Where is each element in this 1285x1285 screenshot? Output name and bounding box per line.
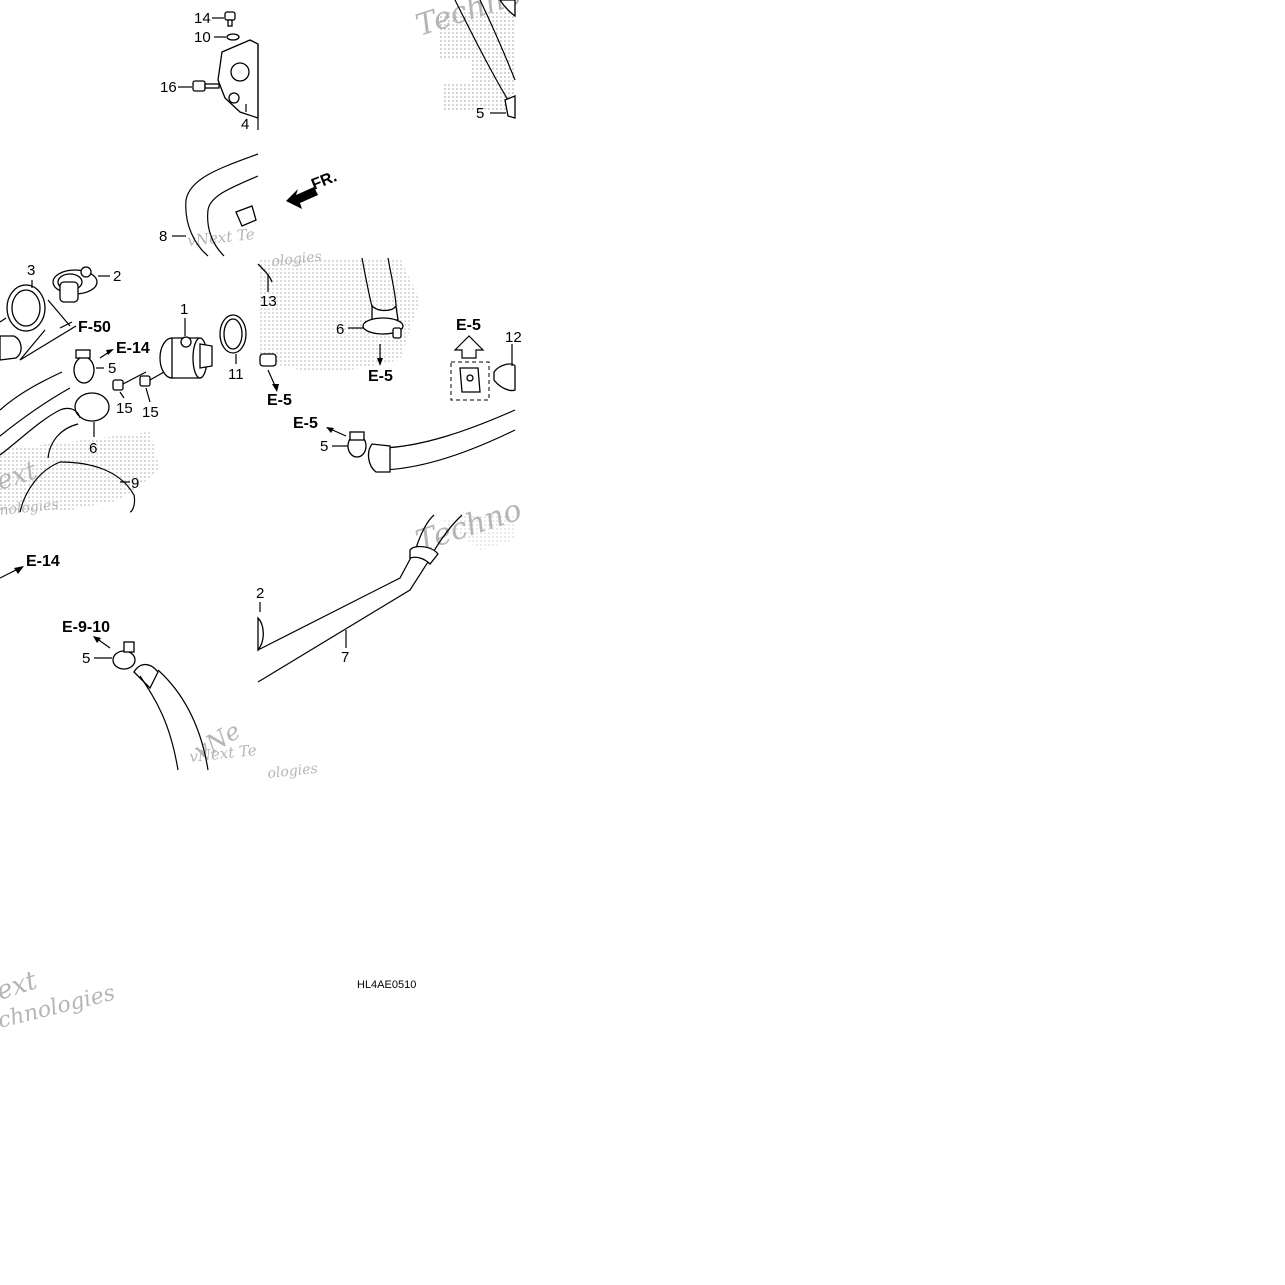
ref-e-5: E-5 bbox=[368, 368, 393, 385]
callout-12: 12 bbox=[505, 329, 522, 346]
front-direction-label: FR. bbox=[309, 168, 339, 193]
part-12 bbox=[493, 363, 516, 392]
hose-7 bbox=[257, 514, 463, 683]
ref-e-5: E-5 bbox=[293, 415, 318, 432]
callout-14: 14 bbox=[194, 10, 211, 27]
hose-8 bbox=[185, 153, 259, 257]
callout-10: 10 bbox=[194, 29, 211, 46]
callout-5: 5 bbox=[476, 105, 484, 122]
reference-labels: F-50 E-14 E-14 E-5 E-5 E-5 E-5 E-9-10 bbox=[26, 317, 481, 636]
watermark-text: nologies bbox=[0, 497, 59, 519]
ref-e-14: E-14 bbox=[116, 340, 150, 357]
bolt-15 bbox=[139, 371, 165, 387]
callout-2: 2 bbox=[113, 268, 121, 285]
callout-9: 9 bbox=[131, 475, 139, 492]
callout-15: 15 bbox=[116, 400, 133, 417]
front-direction-indicator: FR. bbox=[286, 168, 339, 209]
callout-6: 6 bbox=[89, 440, 97, 457]
watermark: Techno vNext Te ologies ext nologies Tec… bbox=[0, 0, 526, 1034]
thermostat-housing-group bbox=[192, 11, 259, 130]
water-outlet-1 bbox=[159, 336, 213, 379]
diagram-code: HL4AE0510 bbox=[357, 979, 416, 991]
reference-arrow bbox=[453, 335, 485, 359]
hose-9 bbox=[0, 371, 136, 513]
leader-lines bbox=[31, 17, 513, 659]
callout-5: 5 bbox=[108, 360, 116, 377]
callout-16: 16 bbox=[160, 79, 177, 96]
ref-e-9-10: E-9-10 bbox=[62, 619, 110, 636]
dotted-logo-background bbox=[0, 10, 515, 550]
bolt-14 bbox=[224, 11, 236, 27]
ref-f-50: F-50 bbox=[78, 319, 111, 336]
callout-2: 2 bbox=[256, 585, 264, 602]
hose-lower-left bbox=[133, 663, 209, 771]
hose-clamp-5 bbox=[73, 349, 95, 384]
watermark-text: ologies bbox=[267, 761, 319, 782]
callout-7: 7 bbox=[341, 649, 349, 666]
hose-clamp-5 bbox=[347, 431, 367, 458]
thermostat-2 bbox=[52, 266, 98, 303]
bolt-15 bbox=[112, 371, 147, 391]
hose-clamp-5 bbox=[112, 641, 136, 670]
callout-13: 13 bbox=[260, 293, 277, 310]
callout-5: 5 bbox=[320, 438, 328, 455]
callout-8: 8 bbox=[159, 228, 167, 245]
callout-11: 11 bbox=[228, 366, 244, 383]
reference-box bbox=[450, 361, 490, 401]
callout-5: 5 bbox=[82, 650, 90, 667]
part-2-fitting bbox=[257, 616, 264, 652]
callout-4: 4 bbox=[241, 116, 249, 133]
callouts: 14 10 16 4 5 8 3 2 1 11 5 15 15 6 9 13 6… bbox=[27, 10, 522, 667]
hose-top bbox=[361, 257, 373, 307]
bolt-16 bbox=[192, 80, 220, 92]
thermostat-group bbox=[0, 266, 247, 513]
lower-left-group bbox=[0, 566, 209, 771]
callout-15: 15 bbox=[142, 404, 159, 421]
ref-e-5: E-5 bbox=[267, 392, 292, 409]
callout-1: 1 bbox=[180, 301, 188, 318]
ref-e-5: E-5 bbox=[456, 317, 481, 334]
watermark-text: vNext Te bbox=[187, 225, 256, 250]
callout-6: 6 bbox=[336, 321, 344, 338]
ref-e-14: E-14 bbox=[26, 553, 60, 570]
hose-top-right bbox=[454, 0, 516, 119]
watermark-text: ologies bbox=[271, 249, 323, 270]
lower-right-group bbox=[257, 514, 463, 683]
hose-clamp-6 bbox=[74, 392, 110, 422]
callout-3: 3 bbox=[27, 262, 35, 279]
hose-long bbox=[367, 409, 516, 473]
washer-10 bbox=[226, 33, 240, 41]
